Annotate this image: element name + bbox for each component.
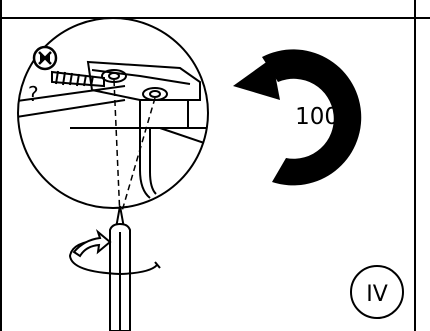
screw-head-icon — [32, 45, 58, 71]
question-mark-label: ? — [28, 82, 39, 106]
screwdriver-icon — [109, 205, 131, 331]
circular-arrow-icon — [233, 49, 362, 186]
step-label: IV — [366, 282, 388, 307]
rotate-arrow-icon — [68, 228, 161, 276]
alignment-guide-lines — [113, 79, 156, 219]
step-badge: IV — [350, 265, 404, 319]
detail-magnifier — [17, 17, 209, 209]
percent-label: 100% — [295, 104, 361, 130]
